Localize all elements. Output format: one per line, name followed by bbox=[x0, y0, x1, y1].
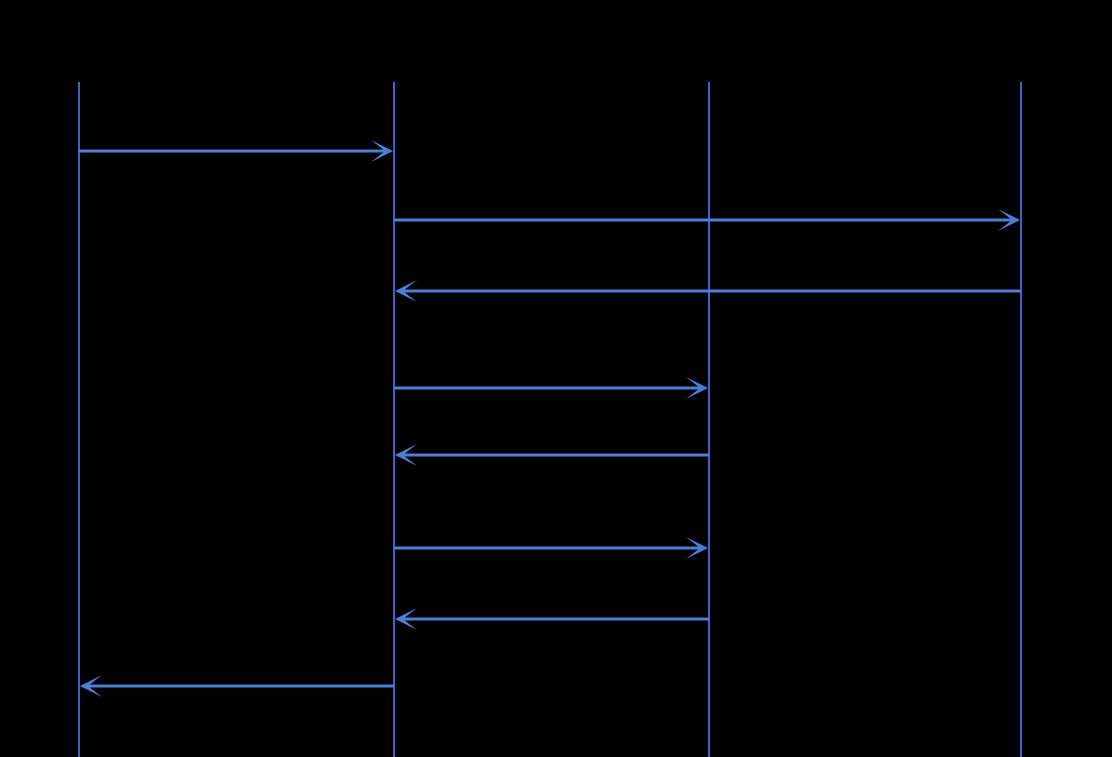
message-3-p4-to-p2[interactable] bbox=[395, 280, 1021, 302]
message-5-p3-to-p2[interactable] bbox=[395, 444, 709, 466]
lifelines-group bbox=[78, 82, 1022, 757]
messages-group bbox=[79, 140, 1021, 697]
message-arrowhead bbox=[371, 140, 393, 162]
message-arrowhead bbox=[395, 608, 417, 630]
message-6-p2-to-p3[interactable] bbox=[394, 537, 708, 559]
message-arrowhead bbox=[395, 444, 417, 466]
message-4-p2-to-p3[interactable] bbox=[394, 377, 708, 399]
message-7-p3-to-p2[interactable] bbox=[395, 608, 709, 630]
message-arrowhead bbox=[686, 377, 708, 399]
message-arrowhead bbox=[998, 209, 1020, 231]
message-arrowhead bbox=[80, 675, 102, 697]
message-arrowhead bbox=[686, 537, 708, 559]
message-2-p2-to-p4[interactable] bbox=[394, 209, 1020, 231]
message-arrowhead bbox=[395, 280, 417, 302]
message-1-p1-to-p2[interactable] bbox=[79, 140, 393, 162]
message-8-p2-to-p1[interactable] bbox=[80, 675, 394, 697]
